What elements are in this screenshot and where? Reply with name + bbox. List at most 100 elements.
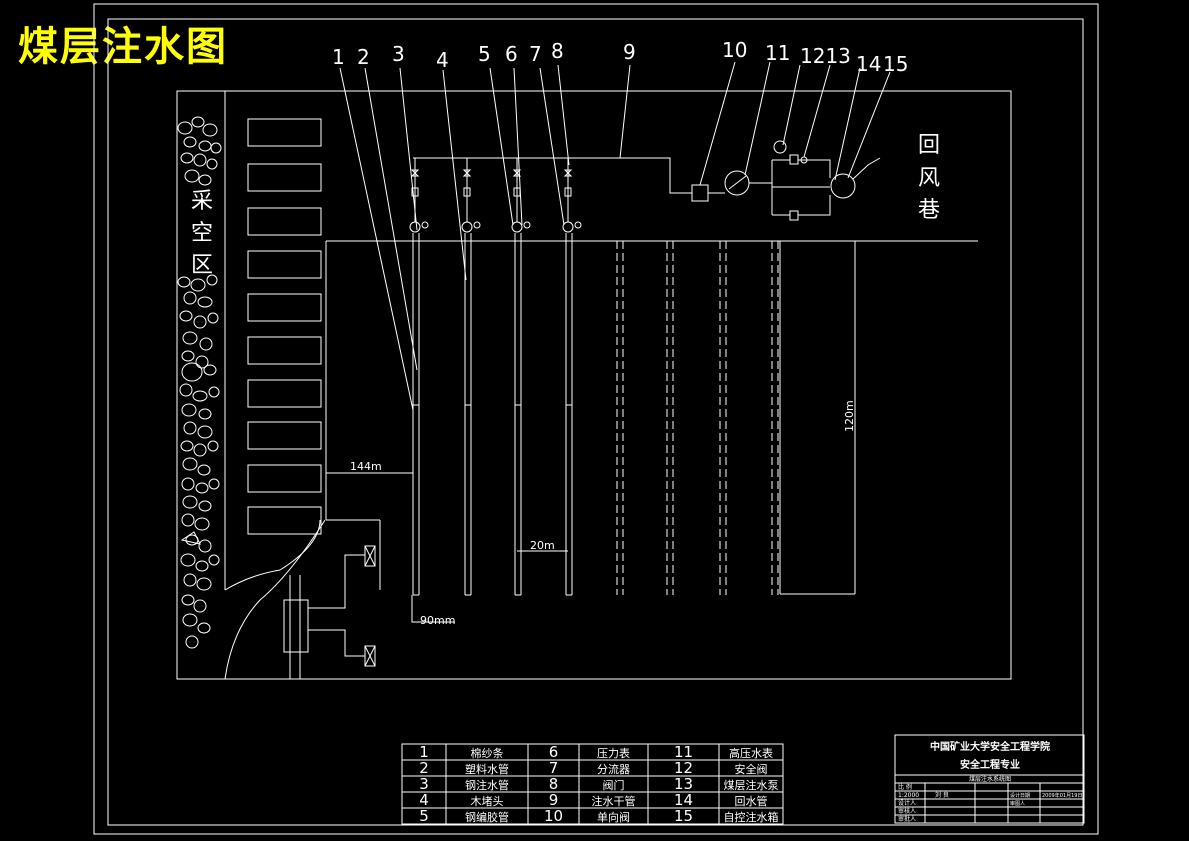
rubble-stone — [197, 296, 213, 308]
hose-coupling — [461, 221, 473, 233]
injection-pump — [830, 173, 856, 199]
rubble-stone — [193, 315, 207, 329]
legend-number: 4 — [419, 791, 429, 809]
rubble-stone — [192, 390, 208, 402]
callout-15: 15 — [883, 52, 908, 76]
legend-number: 1 — [419, 743, 429, 761]
leader-1 — [339, 67, 414, 411]
pillar-block — [247, 379, 322, 408]
splitter — [463, 187, 471, 197]
callout-10: 10 — [722, 38, 747, 62]
dim-90: 90mm — [420, 614, 455, 627]
legend-item-label: 阀门 — [603, 778, 625, 792]
switch-box — [364, 645, 376, 667]
rubble-stone — [193, 599, 207, 613]
legend-item-label: 安全阀 — [735, 762, 768, 776]
callout-4: 4 — [436, 48, 449, 72]
callout-6: 6 — [505, 42, 518, 66]
hose-coupling — [511, 221, 523, 233]
valve-symbol — [563, 169, 573, 177]
rubble-stone — [181, 477, 195, 491]
rubble-stone — [202, 123, 218, 137]
legend-number: 6 — [549, 743, 559, 761]
rubble-stone — [198, 500, 212, 512]
return-airway-label-1: 回 — [918, 133, 940, 158]
rubble-stone — [210, 142, 222, 154]
goaf-curve — [224, 519, 321, 591]
school-name: 中国矿业大学安全工程学院 — [930, 740, 1050, 753]
valve-symbol — [462, 169, 472, 177]
legend-number: 7 — [549, 759, 559, 777]
pressure-gauge — [574, 221, 582, 229]
rubble-stone — [196, 577, 212, 591]
main-water-pipe — [413, 157, 692, 194]
title-block-border — [894, 734, 1085, 824]
callout-11: 11 — [765, 41, 790, 65]
rubble-stone — [197, 425, 213, 439]
drawing-area-frame — [176, 90, 1012, 680]
connector — [308, 554, 365, 609]
row-label-2: 审批人 — [898, 815, 916, 823]
drawing-name: 煤层注水系统图 — [969, 775, 1011, 783]
scale-label: 比 例 — [898, 783, 912, 791]
switch-box — [364, 545, 376, 567]
legend-number: 8 — [549, 775, 559, 793]
pillar-block — [247, 464, 322, 493]
valve-symbol — [410, 169, 420, 177]
rubble-stone — [180, 531, 201, 545]
return-pipe — [852, 157, 881, 180]
dim-90-line — [411, 595, 455, 623]
switch-box-x — [364, 645, 376, 667]
pillar-block — [247, 118, 322, 147]
rubble-stone — [182, 331, 198, 345]
pump-station — [283, 599, 309, 653]
rubble-stone — [182, 457, 198, 471]
leader-5 — [489, 67, 514, 226]
legend-number: 15 — [674, 807, 693, 825]
goaf-label-2: 空 — [191, 221, 213, 246]
rubble-stone — [181, 513, 195, 527]
rubble-stone — [208, 478, 220, 490]
leader-15 — [847, 71, 891, 179]
callout-14: 14 — [856, 52, 881, 76]
legend-item-label: 煤层注水泵 — [724, 778, 779, 792]
rubble-stone — [193, 443, 207, 457]
pillar-block — [247, 293, 322, 322]
designer-name: 刘 良 — [935, 791, 949, 799]
rubble-stone — [181, 362, 203, 382]
rubble-stone — [197, 622, 211, 634]
rubble-stone — [177, 121, 193, 135]
leader-3 — [399, 67, 418, 231]
rubble-stone — [195, 482, 209, 494]
callout-3: 3 — [392, 42, 405, 66]
callout-8: 8 — [551, 39, 564, 63]
pump-box — [789, 154, 799, 165]
check-valve — [691, 184, 709, 202]
coal-pillars — [247, 118, 322, 535]
rubble-stone — [180, 152, 194, 164]
rubble-stone — [197, 464, 211, 476]
rubble-stone — [182, 613, 198, 627]
rubble-stone — [179, 310, 193, 322]
leader-9 — [619, 64, 631, 159]
callout-1: 1 — [332, 45, 345, 69]
legend-item-label: 自控注水箱 — [724, 810, 779, 824]
pillar-block — [247, 250, 322, 279]
rubble-stone — [198, 408, 212, 420]
legend-item-label: 高压水表 — [729, 746, 773, 760]
callout-12-13: 1213 — [800, 44, 851, 68]
pressure-gauge — [473, 221, 481, 229]
leader-6 — [513, 67, 523, 226]
legend-number: 5 — [419, 807, 429, 825]
legend-item-label: 塑料水管 — [465, 762, 509, 776]
major-name: 安全工程专业 — [960, 758, 1020, 771]
callout-9: 9 — [623, 40, 636, 64]
drawing-title: 煤层注水图 — [18, 24, 228, 70]
legend-item-label: 木堵头 — [471, 794, 504, 808]
goaf-label-3: 区 — [191, 253, 213, 278]
rubble-stone — [207, 312, 219, 324]
rubble-stone — [193, 153, 207, 167]
leader-10 — [699, 61, 736, 186]
